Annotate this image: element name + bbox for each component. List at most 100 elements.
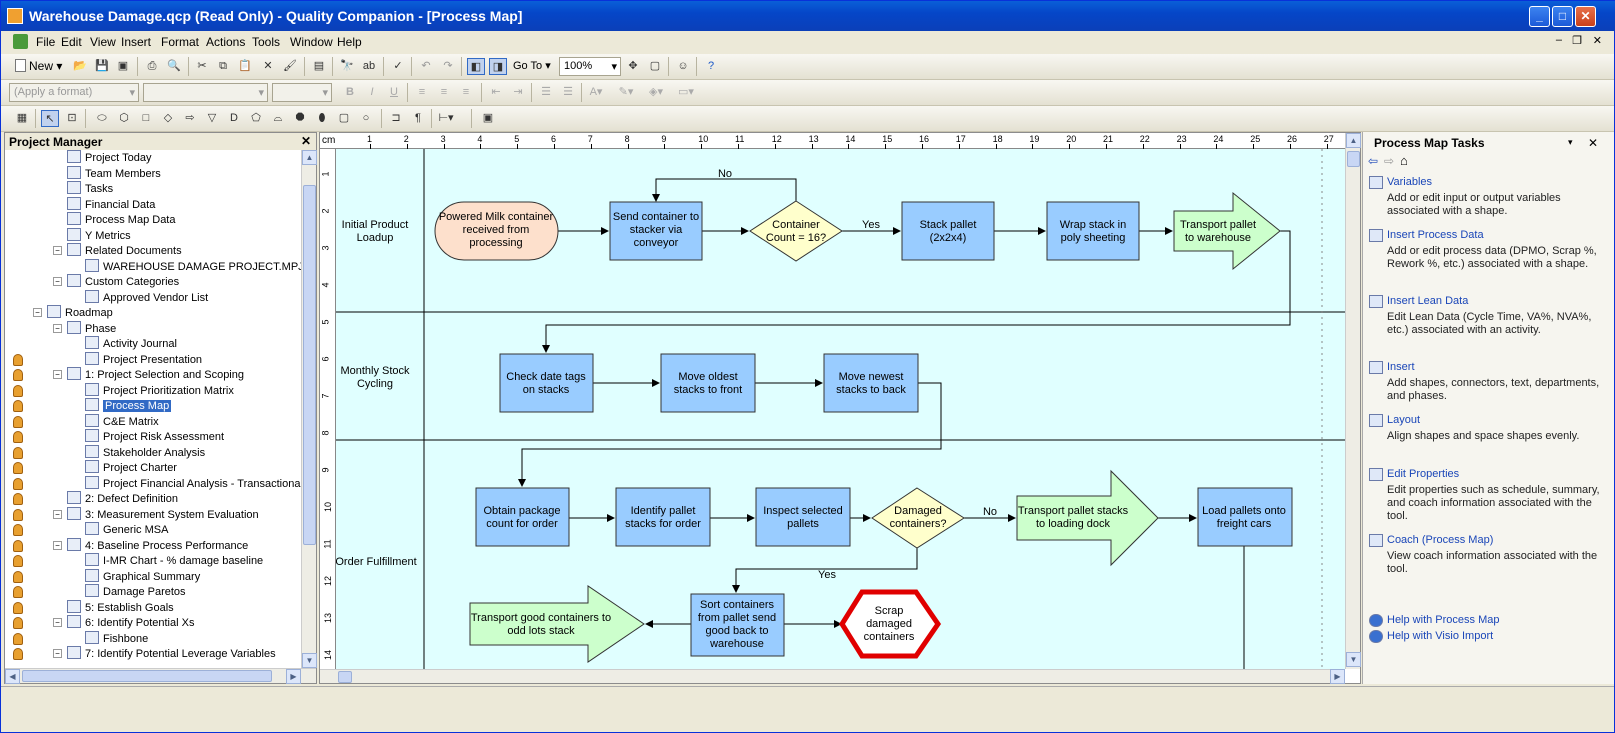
coach-icon[interactable]: ☺	[677, 60, 689, 72]
pointer-icon[interactable]: ↖	[41, 110, 59, 127]
cut-icon[interactable]: ✂	[197, 60, 207, 72]
collapse-icon[interactable]: −	[53, 370, 62, 379]
task-pane-close-icon[interactable]: ✕	[1588, 136, 1599, 150]
tree-item[interactable]: 5: Establish Goals	[67, 599, 174, 616]
collapse-icon[interactable]: −	[53, 246, 62, 255]
size-select[interactable]: ▾	[272, 83, 332, 102]
paste-icon[interactable]: 📋	[238, 60, 252, 72]
format-painter-icon[interactable]: 🖌	[283, 60, 297, 72]
task-link[interactable]: Variables	[1387, 176, 1433, 188]
grid-icon[interactable]: ▦	[16, 112, 28, 124]
tree-item[interactable]: Damage Paretos	[85, 584, 186, 600]
menu-file[interactable]: File	[36, 35, 56, 49]
menu-insert[interactable]: Insert	[121, 35, 152, 49]
goto-dropdown[interactable]: Go To ▾	[513, 60, 551, 72]
octagon-shape-icon[interactable]: ⯃	[295, 112, 305, 124]
outdent-icon[interactable]: ⇤	[491, 86, 501, 98]
coach-icon[interactable]	[13, 477, 23, 490]
tree-item[interactable]: −Roadmap	[33, 305, 113, 321]
tree-item[interactable]: Project Financial Analysis - Transaction…	[85, 475, 301, 492]
save-icon[interactable]: 💾	[95, 60, 109, 72]
coach-icon[interactable]	[13, 446, 23, 459]
tree-item[interactable]: Y Metrics	[67, 227, 131, 244]
collapse-icon[interactable]: −	[53, 323, 62, 333]
tree-item[interactable]: I-MR Chart - % damage baseline	[85, 553, 263, 569]
find-icon[interactable]: 🔭	[340, 60, 354, 72]
tree-item[interactable]: 2: Defect Definition	[67, 491, 178, 507]
coach-icon[interactable]	[13, 617, 23, 629]
tree-item[interactable]: Stakeholder Analysis	[85, 444, 205, 461]
minimize-button[interactable]: _	[1529, 6, 1550, 27]
tree-item[interactable]: Process Map Data	[67, 212, 175, 228]
coach-icon[interactable]	[13, 415, 23, 428]
tree-item[interactable]: Project Charter	[85, 460, 177, 476]
help-icon[interactable]: ?	[707, 60, 715, 72]
tree-item[interactable]: Graphical Summary	[85, 568, 200, 585]
coach-icon[interactable]	[13, 632, 23, 645]
tree-item[interactable]: −Phase	[53, 320, 116, 337]
rounded-rect-icon[interactable]: ▢	[338, 112, 350, 124]
font-color-icon[interactable]: A▾	[589, 86, 603, 98]
help-visio-import-link[interactable]: Help with Visio Import	[1369, 630, 1609, 643]
menu-edit[interactable]: Edit	[61, 35, 82, 49]
scroll-down-icon[interactable]: ▼	[302, 653, 317, 668]
indent-icon[interactable]: ⇥	[513, 86, 523, 98]
zoom-select[interactable]: 100%▾	[559, 57, 621, 76]
tree-horizontal-scrollbar[interactable]: ◀ ▶	[5, 668, 316, 684]
fill-color-icon[interactable]: ◈▾	[649, 86, 663, 98]
close-pane-icon[interactable]: ✕	[300, 134, 311, 148]
format-select[interactable]: (Apply a format)▾	[9, 83, 139, 102]
home-icon[interactable]: ⌂	[1400, 153, 1408, 168]
save-all-icon[interactable]: ▣	[117, 60, 129, 72]
task-pane-menu-icon[interactable]: ▾	[1568, 137, 1573, 147]
undo-icon[interactable]: ↶	[421, 60, 431, 72]
tree-vertical-scrollbar[interactable]: ▲ ▼	[301, 150, 317, 668]
task-link[interactable]: Coach (Process Map)	[1387, 534, 1494, 546]
collapse-icon[interactable]: −	[33, 308, 42, 317]
connector-style-icon[interactable]: ⊢▾	[438, 112, 454, 124]
menu-window[interactable]: Window	[290, 35, 333, 49]
scroll-left-icon[interactable]: ◀	[5, 669, 20, 684]
zoom-window-icon[interactable]: ▢	[649, 60, 661, 72]
circle-shape-icon[interactable]: ○	[362, 112, 370, 124]
terminator-shape-icon[interactable]: ⬭	[97, 112, 107, 124]
tree-item[interactable]: Project Risk Assessment	[85, 429, 224, 445]
phase-icon[interactable]: ¶	[415, 112, 421, 124]
department-icon[interactable]: ⊐	[391, 112, 401, 124]
collapse-icon[interactable]: −	[53, 649, 62, 658]
coach-icon[interactable]	[13, 493, 23, 505]
replace-icon[interactable]: ab	[362, 60, 376, 72]
mdi-minimize-button[interactable]: ‒	[1555, 34, 1562, 46]
align-right-icon[interactable]: ≡	[462, 86, 470, 98]
align-center-icon[interactable]: ≡	[440, 86, 448, 98]
pentagon-shape-icon[interactable]: ⬠	[251, 112, 261, 124]
right-pane-icon[interactable]: ◨	[489, 58, 507, 75]
tree-scroll-thumb[interactable]	[303, 185, 316, 545]
properties-icon[interactable]: ▤	[313, 60, 325, 72]
coach-icon[interactable]	[13, 555, 23, 567]
line-color-icon[interactable]: ✎▾	[618, 86, 634, 98]
open-icon[interactable]: 📂	[73, 60, 87, 72]
tree-item[interactable]: −3: Measurement System Evaluation	[53, 506, 259, 523]
mdi-restore-button[interactable]: ❐	[1572, 35, 1582, 47]
canvas-scroll-up-icon[interactable]: ▲	[1346, 133, 1361, 148]
coach-icon[interactable]	[13, 570, 23, 583]
task-link[interactable]: Edit Properties	[1387, 468, 1460, 480]
tree-item[interactable]: Team Members	[67, 165, 161, 182]
coach-icon[interactable]	[13, 508, 23, 521]
coach-icon[interactable]	[13, 539, 23, 552]
tree-item[interactable]: Project Presentation	[85, 351, 202, 368]
triangle-shape-icon[interactable]: ▽	[207, 112, 217, 124]
tree-item[interactable]: −Custom Categories	[53, 274, 179, 290]
tree-item[interactable]: C&E Matrix	[85, 413, 159, 430]
connector-tool-icon[interactable]: ⊡	[67, 112, 77, 124]
back-arrow-icon[interactable]: ⇦	[1368, 154, 1379, 168]
delay-shape-icon[interactable]: D	[230, 112, 238, 124]
tree-item[interactable]: Tasks	[67, 181, 113, 197]
